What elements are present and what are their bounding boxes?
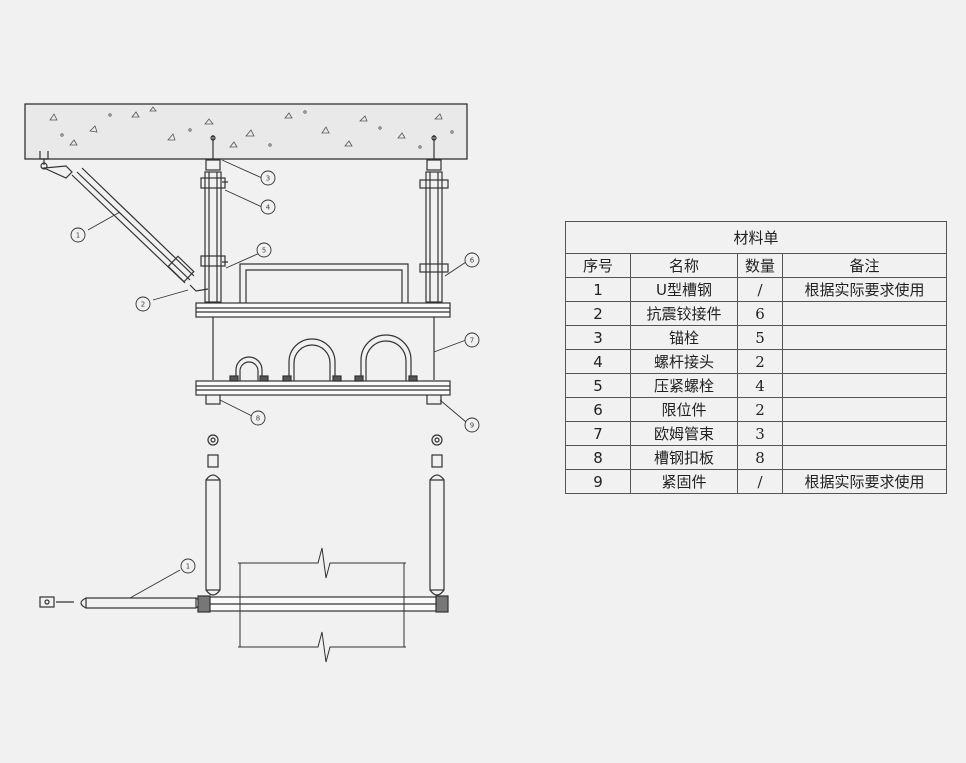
- callout-number: 7: [470, 337, 474, 345]
- cell-no: 9: [565, 469, 631, 494]
- callout-number: 4: [266, 204, 271, 212]
- cell-note: [782, 421, 947, 446]
- pipe-break: [238, 547, 406, 663]
- plan-view: [39, 434, 449, 663]
- lower-channel: [195, 380, 451, 396]
- cell-qty: 2: [737, 349, 783, 374]
- cell-no: 8: [565, 445, 631, 470]
- callout-number: 1: [76, 232, 80, 240]
- cell-no: 4: [565, 349, 631, 374]
- cell-name: U型槽钢: [630, 277, 738, 302]
- cell-qty: 4: [737, 373, 783, 398]
- callout-number: 3: [266, 175, 270, 183]
- cell-note: [782, 397, 947, 422]
- cell-note: 根据实际要求使用: [782, 469, 947, 494]
- cell-note: [782, 445, 947, 470]
- callout-number: 2: [141, 301, 145, 309]
- upper-channel: [195, 302, 451, 318]
- header-name: 名称: [630, 253, 738, 278]
- callout-circle: [70, 227, 86, 243]
- callout-circle: [250, 410, 266, 426]
- brace-anchor: [39, 151, 49, 165]
- cell-note: 根据实际要求使用: [782, 277, 947, 302]
- cell-qty: 6: [737, 301, 783, 326]
- elevation-view: [24, 103, 468, 405]
- callout-circle: [464, 252, 480, 268]
- cell-qty: 5: [737, 325, 783, 350]
- cell-no: 3: [565, 325, 631, 350]
- diagonal-brace: [71, 167, 195, 284]
- concrete-slab: [24, 103, 468, 160]
- callout-number: 8: [256, 415, 260, 423]
- cell-name: 螺杆接头: [630, 349, 738, 374]
- header-no: 序号: [565, 253, 631, 278]
- slab-aggregate: [49, 106, 454, 149]
- cell-no: 1: [565, 277, 631, 302]
- cell-note: [782, 349, 947, 374]
- left-hanger: [200, 135, 228, 405]
- cell-qty: /: [737, 277, 783, 302]
- callout-circle: [464, 417, 480, 433]
- pipe-clamps: [229, 334, 418, 382]
- cell-no: 6: [565, 397, 631, 422]
- callout-circle: [464, 332, 480, 348]
- callout-number: 5: [262, 247, 266, 255]
- cell-no: 2: [565, 301, 631, 326]
- cell-name: 槽钢扣板: [630, 445, 738, 470]
- plan-leaders: [129, 569, 181, 599]
- cell-no: 7: [565, 421, 631, 446]
- cell-qty: 8: [737, 445, 783, 470]
- cell-name: 抗震铰接件: [630, 301, 738, 326]
- callout-circle: [260, 170, 276, 186]
- right-hanger: [419, 135, 449, 405]
- cell-name: 限位件: [630, 397, 738, 422]
- callout-number: 9: [470, 422, 474, 430]
- cell-qty: 2: [737, 397, 783, 422]
- cell-note: [782, 373, 947, 398]
- callout-number: 1: [186, 563, 190, 571]
- table-header-row: 序号 名称 数量 备注: [565, 253, 947, 278]
- cell-name: 欧姆管束: [630, 421, 738, 446]
- header-qty: 数量: [737, 253, 783, 278]
- callout-circle: [256, 242, 272, 258]
- limit-frame: [239, 263, 409, 303]
- cell-no: 5: [565, 373, 631, 398]
- callout-group: 1 2 3 4 5 6 7 8 9 1: [70, 170, 480, 574]
- cell-note: [782, 301, 947, 326]
- callout-circle: [260, 199, 276, 215]
- cell-name: 紧固件: [630, 469, 738, 494]
- header-note: 备注: [782, 253, 947, 278]
- callout-circle: [135, 296, 151, 312]
- cell-name: 压紧螺栓: [630, 373, 738, 398]
- cell-name: 锚栓: [630, 325, 738, 350]
- callout-circle: [180, 558, 196, 574]
- cell-qty: /: [737, 469, 783, 494]
- cell-qty: 3: [737, 421, 783, 446]
- table-title: 材料单: [565, 221, 947, 254]
- cell-note: [782, 325, 947, 350]
- callout-number: 6: [470, 257, 475, 265]
- elevation-leaders: [87, 159, 467, 423]
